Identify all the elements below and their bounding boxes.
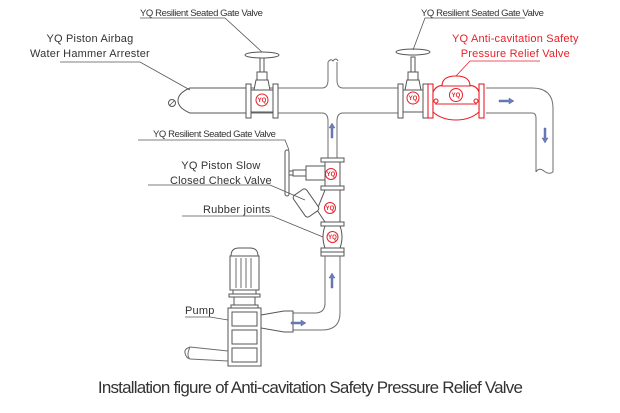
yq-logo-text: YQ <box>409 96 418 102</box>
label-check-valve: YQ Piston Slow Closed Check Valve <box>170 159 272 189</box>
label-relief-valve-line1: YQ Anti-cavitation Safety <box>452 33 579 45</box>
label-rubber-joints: Rubber joints <box>203 204 271 216</box>
yq-logo-text: YQ <box>452 93 461 99</box>
label-gate-valve-top-right: YQ Resilient Seated Gate Valve <box>421 8 544 19</box>
yq-logo-text: YQ <box>328 235 337 241</box>
flow-arrow-down-icon <box>541 127 549 144</box>
label-pump: Pump <box>185 305 215 317</box>
label-water-hammer-arrester: YQ Piston Airbag Water Hammer Arrester <box>30 32 150 62</box>
water-hammer-arrester <box>168 87 247 114</box>
yq-logo-icon <box>326 231 339 243</box>
label-relief-valve: YQ Anti-cavitation Safety Pressure Relie… <box>452 32 579 62</box>
yq-logo-text: YQ <box>326 206 335 212</box>
yq-logo-text: YQ <box>258 98 267 104</box>
flow-arrow-up-icon <box>328 272 336 289</box>
flow-arrows <box>290 97 549 327</box>
label-gate-valve-top-left: YQ Resilient Seated Gate Valve <box>140 8 263 19</box>
pump <box>184 247 294 367</box>
vertical-riser-assembly: YQ YQ YQ <box>284 149 345 331</box>
main-horizontal-pipe <box>200 58 554 174</box>
yq-logo-text: YQ <box>327 172 336 178</box>
label-check-valve-line2: Closed Check Valve <box>170 175 272 187</box>
gate-valve-top-left: YQ <box>244 51 280 119</box>
label-water-hammer-line2: Water Hammer Arrester <box>30 48 150 60</box>
flow-arrow-right-icon <box>498 97 515 105</box>
leader-lines <box>60 17 540 321</box>
anti-cavitation-relief-valve: YQ <box>427 75 485 121</box>
label-water-hammer-line1: YQ Piston Airbag <box>46 33 134 45</box>
label-relief-valve-line2: Pressure Relief Valve <box>460 48 570 60</box>
yq-logo-icon <box>449 88 463 102</box>
label-gate-valve-middle: YQ Resilient Seated Gate Valve <box>153 129 276 140</box>
handwheel-side <box>284 149 290 197</box>
figure-caption: Installation figure of Anti-cavitation S… <box>97 378 523 397</box>
flow-arrow-up-icon <box>328 122 336 139</box>
yq-logo-icon <box>255 93 269 107</box>
flow-arrow-right-icon <box>290 319 307 327</box>
yq-logo-icon <box>324 202 336 214</box>
yq-logo-icon <box>325 168 337 180</box>
label-check-valve-line1: YQ Piston Slow <box>181 160 261 172</box>
yq-logo-icon <box>406 91 420 105</box>
gate-valve-top-right: YQ <box>395 48 431 119</box>
